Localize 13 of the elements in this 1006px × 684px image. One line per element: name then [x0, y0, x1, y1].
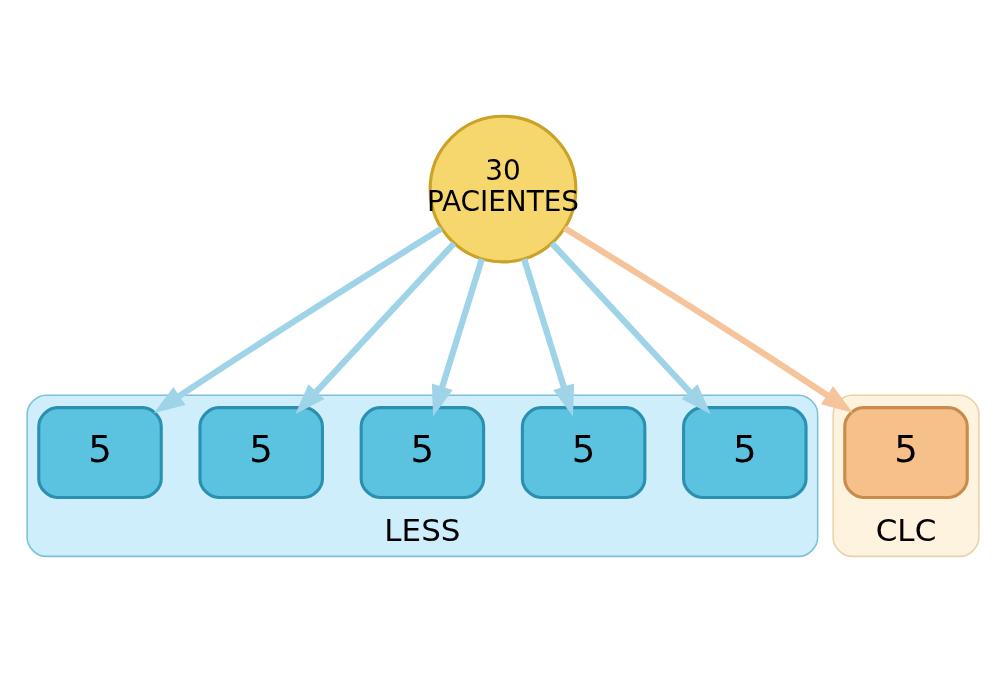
- node-box: 5: [359, 405, 486, 499]
- node-box: 5: [37, 405, 163, 499]
- node-box: 5: [198, 405, 324, 499]
- node-box: 5: [843, 405, 969, 499]
- arrow: [521, 257, 575, 416]
- node-box: 5: [682, 405, 808, 499]
- node-box: 5: [520, 405, 647, 499]
- arrow: [549, 240, 711, 414]
- arrow: [295, 240, 457, 414]
- arrow: [431, 257, 485, 416]
- node-circle: 30 PACIENTES: [428, 114, 578, 263]
- arrow: [153, 225, 443, 413]
- arrow: [562, 225, 853, 413]
